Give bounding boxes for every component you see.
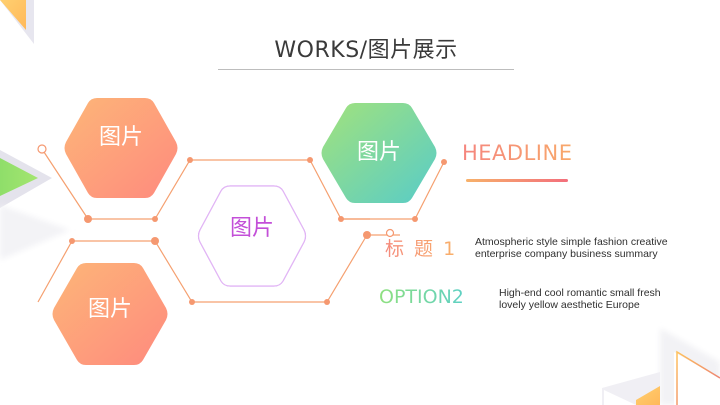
item-2-description-line-1: High-end cool romantic small fresh (499, 287, 661, 299)
item-1-description: Atmospheric style simple fashion creativ… (475, 236, 668, 260)
hex-label: 图片 (356, 140, 401, 165)
image-placeholder-hex-top-left[interactable]: 图片 (63, 96, 179, 200)
image-placeholder-hex-top-right[interactable]: 图片 (320, 101, 438, 205)
headline-text: HEADLINE (462, 141, 573, 165)
item-1-description-line-1: Atmospheric style simple fashion creativ… (475, 236, 668, 248)
hexagon-shape-icon (197, 185, 307, 287)
hex-label: 图片 (98, 125, 143, 150)
headline-underline (466, 179, 568, 182)
item-1-title: 标 题 1 (385, 234, 457, 261)
hexagon-shape-icon (321, 103, 437, 203)
hexagon-shape-icon (52, 263, 168, 365)
connector-nodes (69, 157, 447, 305)
hex-label: 图片 (87, 297, 132, 322)
title-divider (218, 69, 514, 70)
hex-label: 图片 (229, 216, 274, 241)
image-placeholder-hex-center[interactable]: 图片 (190, 180, 314, 292)
item-2-description-line-2: lovely yellow aesthetic Europe (499, 299, 640, 311)
image-placeholder-hex-bottom-left[interactable]: 图片 (51, 261, 169, 367)
hexagon-shape-icon (64, 98, 178, 198)
page-title: WORKS/图片展示 (274, 38, 458, 63)
item-2-title: OPTION2 (379, 286, 464, 308)
item-1-description-line-2: enterprise company business summary (475, 248, 658, 260)
item-2-description: High-end cool romantic small fresh lovel… (499, 287, 661, 311)
